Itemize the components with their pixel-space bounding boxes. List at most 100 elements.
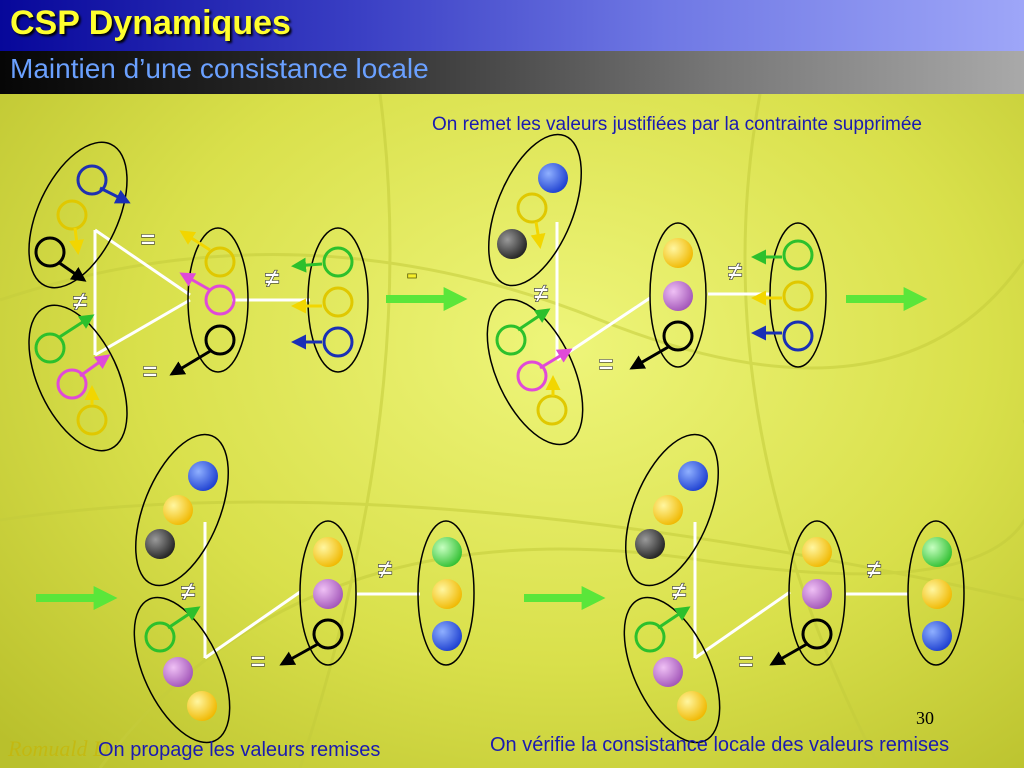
constraint-label: = — [142, 356, 157, 386]
variable-domain — [28, 304, 128, 452]
value-blue — [188, 461, 218, 491]
value-removed — [782, 280, 814, 312]
slide-title: CSP Dynamiques — [10, 4, 291, 42]
header-bar: CSP Dynamiques Maintien d’une consistanc… — [0, 0, 1024, 94]
variable-domain — [623, 596, 721, 744]
variable-domain — [624, 433, 720, 587]
variable-domain — [417, 520, 475, 666]
transition-arrow: - — [386, 255, 468, 311]
variable-domain — [907, 520, 965, 666]
constraint-label: ≠ — [672, 576, 686, 606]
diagram-1: = ≠ = ≠ — [28, 141, 369, 452]
constraint-edges — [693, 522, 908, 660]
variable-domain — [788, 520, 846, 666]
value-violet — [313, 579, 343, 609]
value-removed — [495, 324, 527, 356]
value-removed — [204, 246, 236, 278]
caption-step-1: On remet les valeurs justifiées par la c… — [432, 114, 923, 135]
value-green — [432, 537, 462, 567]
value-black — [497, 229, 527, 259]
value-violet — [663, 281, 693, 311]
value-blue — [432, 621, 462, 651]
value-removed — [634, 621, 666, 653]
value-removed — [76, 404, 108, 436]
value-removed — [322, 246, 354, 278]
constraint-label: ≠ — [73, 286, 87, 316]
variable-domain — [487, 133, 583, 287]
diagram-3: ≠ = ≠ — [133, 433, 475, 744]
constraint-label: ≠ — [378, 554, 392, 584]
value-removed — [801, 618, 833, 650]
value-removed — [662, 320, 694, 352]
value-yellow — [802, 537, 832, 567]
constraint-label: = — [738, 646, 753, 676]
value-yellow — [163, 495, 193, 525]
justification-arrows — [57, 186, 323, 405]
value-yellow — [677, 691, 707, 721]
value-removed — [312, 618, 344, 650]
value-blue — [678, 461, 708, 491]
value-removed — [34, 332, 66, 364]
header-bottom-band — [0, 51, 1024, 94]
constraint-edges — [203, 522, 420, 660]
value-removed — [204, 284, 236, 316]
removed-constraint-sign: - — [406, 255, 417, 293]
constraint-label: ≠ — [181, 576, 195, 606]
value-yellow — [922, 579, 952, 609]
value-violet — [163, 657, 193, 687]
value-removed — [34, 236, 66, 268]
value-black — [635, 529, 665, 559]
constraint-label: = — [598, 349, 613, 379]
value-black — [145, 529, 175, 559]
value-removed — [204, 324, 236, 356]
value-yellow — [313, 537, 343, 567]
variable-domain — [133, 596, 231, 744]
value-blue — [538, 163, 568, 193]
value-yellow — [653, 495, 683, 525]
value-green — [922, 537, 952, 567]
value-yellow — [187, 691, 217, 721]
variable-domain — [28, 141, 128, 289]
justification-arrows — [167, 606, 319, 666]
value-removed — [322, 326, 354, 358]
constraint-label: ≠ — [534, 278, 548, 308]
constraint-label: = — [250, 646, 265, 676]
page-number: 30 — [916, 708, 934, 728]
diagram-2: ≠ = ≠ — [486, 133, 827, 446]
value-violet — [802, 579, 832, 609]
constraint-label: = — [140, 224, 155, 254]
variable-domain — [649, 222, 707, 368]
constraint-label: ≠ — [867, 554, 881, 584]
variable-domain — [307, 227, 369, 373]
slide-subtitle: Maintien d’une consistance locale — [10, 53, 429, 84]
value-removed — [56, 199, 88, 231]
value-removed — [516, 192, 548, 224]
header-top-band — [0, 0, 1024, 51]
variable-domain — [486, 298, 584, 446]
value-blue — [922, 621, 952, 651]
value-yellow — [663, 238, 693, 268]
variable-domain — [187, 227, 249, 373]
value-removed — [322, 286, 354, 318]
variable-domain — [769, 222, 827, 368]
constraint-label: ≠ — [265, 263, 279, 293]
value-removed — [76, 164, 108, 196]
value-removed — [56, 368, 88, 400]
value-removed — [782, 239, 814, 271]
variable-domain — [134, 433, 230, 587]
constraint-label: ≠ — [728, 256, 742, 286]
value-removed — [144, 621, 176, 653]
value-violet — [653, 657, 683, 687]
value-removed — [782, 320, 814, 352]
value-removed — [536, 394, 568, 426]
author-watermark: Romuald D — [8, 736, 109, 761]
diagram-4: ≠ = ≠ — [623, 433, 965, 744]
variable-domain — [299, 520, 357, 666]
caption-step-2: On propage les valeurs remises — [98, 739, 381, 761]
value-yellow — [432, 579, 462, 609]
justification-arrows — [517, 221, 782, 396]
justification-arrows — [657, 606, 808, 666]
caption-step-3: On vérifie la consistance locale des val… — [490, 734, 950, 756]
